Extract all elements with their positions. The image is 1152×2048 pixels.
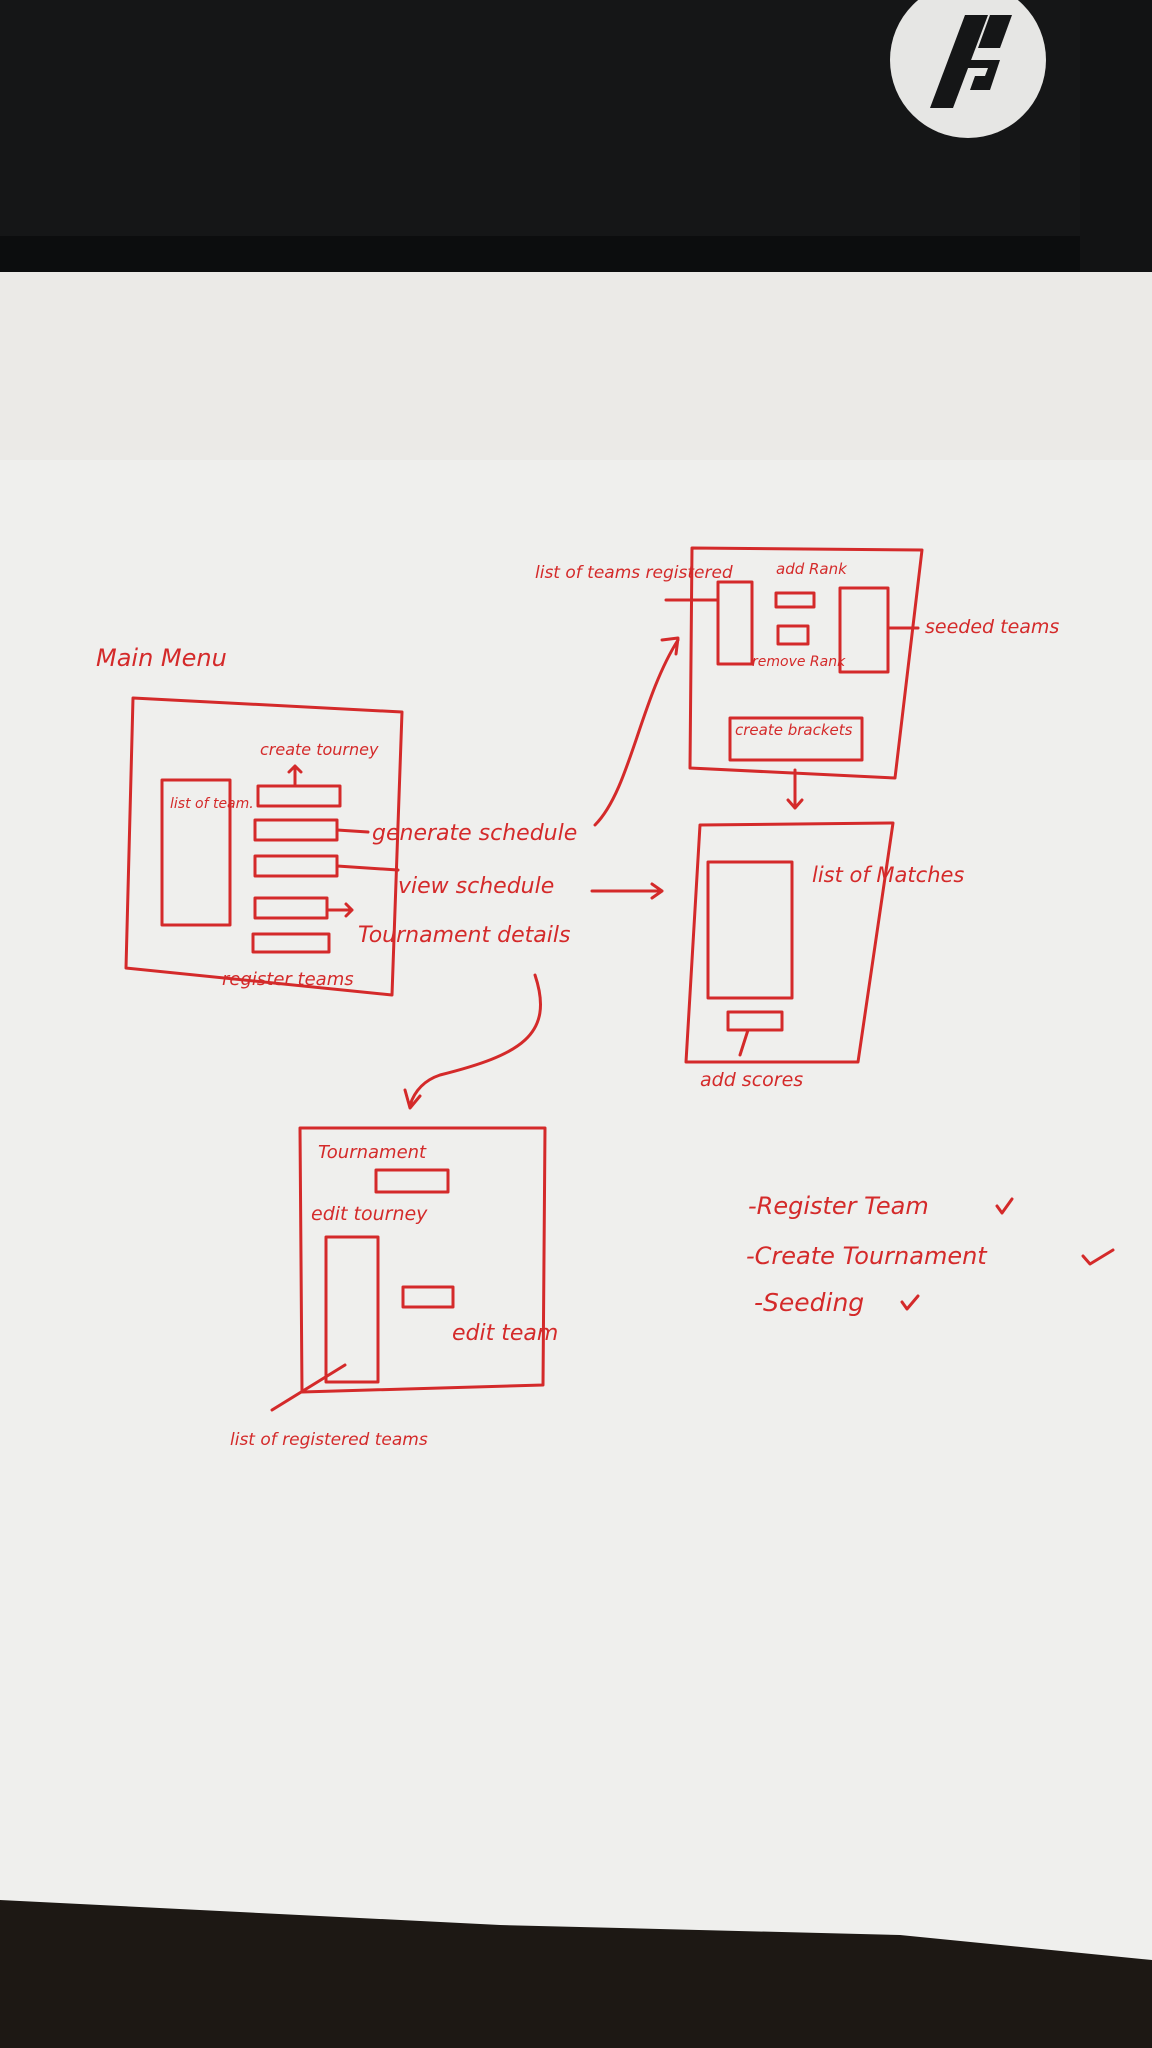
tournament-details-button (253, 896, 329, 920)
paper-shadow (0, 272, 1152, 460)
matches-list (706, 860, 794, 1000)
laptop-corner (1080, 0, 1152, 300)
main-menu-title: Main Menu (96, 644, 227, 672)
matches-label: list of Matches (812, 863, 964, 887)
add-scores-button (726, 1010, 784, 1032)
seeding-frame (688, 546, 924, 780)
seeded-teams-label: seeded teams (925, 616, 1059, 638)
generate-schedule-arrow (335, 828, 370, 834)
arrow-to-tournament (403, 973, 542, 1110)
seeded-teams-list (838, 586, 890, 674)
hp-logo-icon (890, 0, 1046, 138)
registered-teams-arrow (270, 1363, 347, 1412)
register-teams-label: register teams (222, 969, 354, 990)
checklist-item-2: -Create Tournament (746, 1242, 988, 1270)
create-tourney-arrow (287, 764, 303, 786)
add-rank-label: add Rank (776, 560, 848, 578)
remove-rank-label: remove Rank (752, 654, 846, 670)
checklist-item-1: -Register Team (748, 1192, 929, 1220)
tournament-frame (298, 1126, 547, 1394)
add-scores-arrow (738, 1028, 750, 1057)
tournament-details-arrow (325, 902, 354, 918)
main-menu-list-label: list of team. (170, 796, 254, 812)
main-menu-frame (124, 696, 404, 997)
view-schedule-label: view schedule (398, 874, 554, 899)
checklist-item-3: -Seeding (754, 1288, 864, 1317)
seeding-registered-list (716, 580, 754, 666)
create-tourney-button (256, 784, 342, 808)
generate-schedule-label: generate schedule (372, 821, 577, 846)
seeding-registered-label: list of teams registered (535, 563, 733, 583)
tournament-details-label: Tournament details (358, 923, 570, 948)
edit-team-button (401, 1285, 455, 1309)
create-tourney-label: create tourney (260, 740, 379, 759)
tournament-list-label: list of registered teams (230, 1430, 428, 1450)
remove-rank-button (776, 624, 810, 646)
edit-tourney-button (374, 1168, 450, 1194)
add-scores-label: add scores (700, 1069, 803, 1091)
edit-tourney-label: edit tourney (311, 1203, 428, 1225)
check-icon (1081, 1248, 1115, 1266)
create-brackets-button (728, 716, 864, 762)
brackets-arrow (786, 768, 804, 810)
add-rank-button (774, 591, 816, 609)
edit-team-label: edit team (452, 1321, 558, 1346)
main-menu-team-list (160, 778, 232, 927)
create-brackets-label: create brackets (735, 721, 853, 739)
check-icon (995, 1197, 1014, 1215)
schedule-frame (684, 821, 895, 1064)
paper-sheet (0, 272, 1152, 1960)
check-icon (900, 1294, 920, 1311)
registered-teams-list (324, 1235, 380, 1384)
register-teams-button (251, 932, 331, 954)
tournament-title: Tournament (318, 1142, 427, 1163)
arrow-to-seeding (593, 636, 680, 827)
laptop-edge (0, 236, 1152, 272)
arrow-to-schedule (590, 882, 664, 900)
view-schedule-arrow (335, 864, 400, 872)
